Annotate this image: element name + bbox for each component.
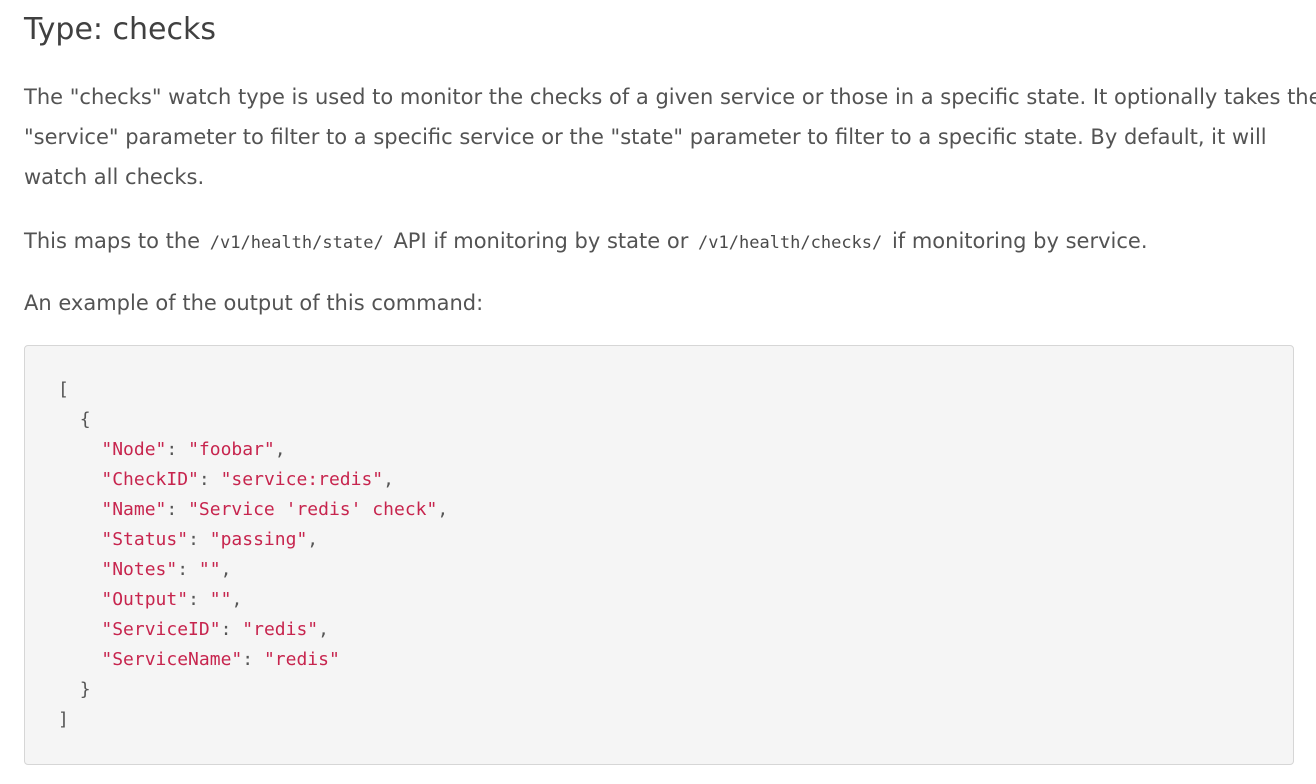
api-mapping-paragraph: This maps to the /v1/health/state/ API i… xyxy=(24,221,1148,263)
code-line-name: "Name": "Service 'redis' check", xyxy=(101,499,449,520)
code-line-servicename: "ServiceName": "redis" xyxy=(101,649,340,670)
api-mapping-middle: API if monitoring by state or xyxy=(386,229,696,253)
state-endpoint-code: /v1/health/state/ xyxy=(209,233,384,253)
json-value: "service:redis" xyxy=(220,469,384,490)
example-intro-paragraph: An example of the output of this command… xyxy=(24,291,484,315)
code-line: { xyxy=(58,405,448,435)
code-example: [ { "Node": "foobar", "CheckID": "servic… xyxy=(58,375,448,735)
api-mapping-suffix: if monitoring by service. xyxy=(885,229,1148,253)
checks-endpoint-code: /v1/health/checks/ xyxy=(698,233,883,253)
open-brace: { xyxy=(79,409,91,430)
json-key: "CheckID" xyxy=(101,469,199,490)
json-key: "ServiceName" xyxy=(101,649,243,670)
open-bracket: [ xyxy=(58,379,69,400)
code-line-node: "Node": "foobar", xyxy=(101,439,286,460)
code-line-checkid: "CheckID": "service:redis", xyxy=(101,469,394,490)
json-key: "ServiceID" xyxy=(101,619,221,640)
json-value: "Service 'redis' check" xyxy=(188,499,438,520)
code-line-output: "Output": "", xyxy=(101,589,243,610)
api-mapping-prefix: This maps to the xyxy=(24,229,207,253)
json-value: "redis" xyxy=(263,649,340,670)
json-key: "Output" xyxy=(101,589,189,610)
json-key: "Status" xyxy=(101,529,189,550)
json-value: "passing" xyxy=(209,529,308,550)
code-line-serviceid: "ServiceID": "redis", xyxy=(101,619,329,640)
json-value: "redis" xyxy=(242,619,319,640)
code-line: ] xyxy=(58,705,448,735)
description-line-1: The "checks" watch type is used to monit… xyxy=(24,85,1316,109)
json-value: "foobar" xyxy=(188,439,275,460)
description-line-2: "service" parameter to filter to a speci… xyxy=(24,125,1267,149)
json-value: "" xyxy=(198,559,221,580)
code-line-notes: "Notes": "", xyxy=(101,559,232,580)
code-line: [ xyxy=(58,375,448,405)
json-value: "" xyxy=(209,589,232,610)
description-paragraph: The "checks" watch type is used to monit… xyxy=(24,77,1316,197)
code-example-block: [ { "Node": "foobar", "CheckID": "servic… xyxy=(24,345,1294,765)
close-bracket: ] xyxy=(58,709,69,730)
code-line: } xyxy=(58,675,448,705)
json-key: "Name" xyxy=(101,499,167,520)
close-brace: } xyxy=(79,679,91,700)
json-key: "Node" xyxy=(101,439,167,460)
description-line-3: watch all checks. xyxy=(24,165,205,189)
section-heading: Type: checks xyxy=(24,12,217,47)
json-key: "Notes" xyxy=(101,559,178,580)
code-line-status: "Status": "passing", xyxy=(101,529,319,550)
